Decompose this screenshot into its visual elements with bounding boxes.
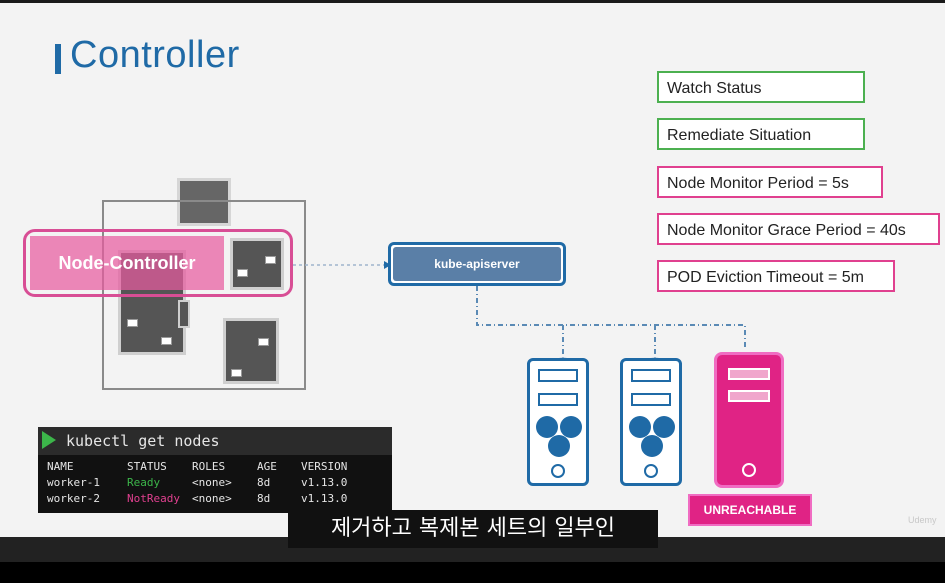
node-controller-outline: [23, 229, 293, 297]
row1-name: worker-1: [47, 476, 100, 489]
terminal-header-row: NAME STATUS ROLES AGE VERSION: [47, 460, 347, 551]
top-bar: [0, 0, 945, 3]
server-unreachable: [714, 352, 784, 488]
row2-status: NotReady: [127, 492, 180, 505]
terminal-command: kubectl get nodes: [66, 432, 220, 450]
col-age-header: AGE: [257, 460, 277, 473]
video-frame: Controller Watch Status Remediate Situat…: [0, 0, 945, 562]
node-square-top: [177, 178, 231, 226]
row1-roles: <none>: [192, 476, 232, 489]
node-controller-fill: [30, 236, 224, 290]
node-square-bottom: [223, 318, 279, 384]
row2-name: worker-2: [47, 492, 100, 505]
row2-roles: <none>: [192, 492, 232, 505]
info-node-monitor-period: Node Monitor Period = 5s: [657, 166, 883, 198]
col-version-header: VERSION: [301, 460, 348, 473]
video-subtitle: 제거하고 복제본 세트의 일부인: [288, 510, 658, 548]
info-pod-eviction-timeout: POD Eviction Timeout = 5m: [657, 260, 895, 292]
info-node-monitor-grace-period: Node Monitor Grace Period = 40s: [657, 213, 940, 245]
udemy-watermark: Udemy: [908, 515, 937, 525]
node-square-right: [230, 238, 284, 290]
row2-version: v1.13.0: [301, 492, 348, 505]
unreachable-badge: UNREACHABLE: [688, 494, 812, 526]
col-name-header: NAME: [47, 460, 74, 473]
col-status-header: STATUS: [127, 460, 167, 473]
server-worker-1: [527, 358, 589, 486]
terminal-header: [38, 427, 392, 455]
row1-version: v1.13.0: [301, 476, 348, 489]
row2-age: 8d: [257, 492, 271, 505]
server-worker-2: [620, 358, 682, 486]
row1-status: Ready: [127, 476, 161, 489]
title-accent-bar: [55, 44, 61, 74]
row1-age: 8d: [257, 476, 271, 489]
info-watch-status: Watch Status: [657, 71, 865, 103]
node-controller-label: Node-Controller: [58, 253, 196, 273]
info-remediate-situation: Remediate Situation: [657, 118, 865, 150]
table-row: worker-1 Ready <none> 8d v1.13.0: [47, 476, 347, 567]
kube-apiserver-label: kube-apiserver: [393, 247, 561, 281]
play-prompt-icon: [42, 431, 56, 449]
slide-title: Controller: [70, 34, 240, 76]
node-square-small: [178, 300, 190, 328]
table-row: worker-2 NotReady <none> 8d v1.13.0: [47, 492, 347, 583]
col-roles-header: ROLES: [192, 460, 226, 473]
